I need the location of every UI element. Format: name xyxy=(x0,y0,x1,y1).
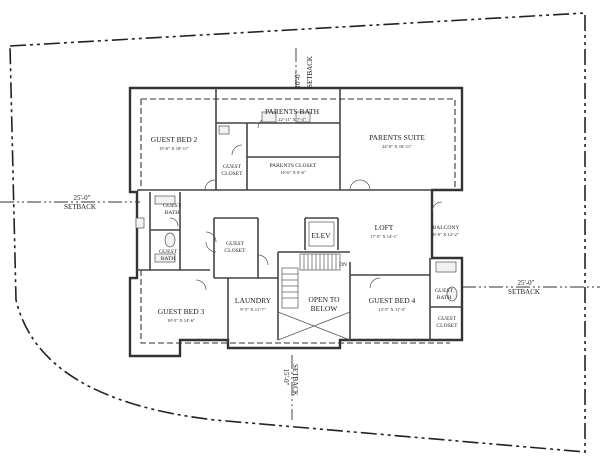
right-setback-word: SETBACK xyxy=(508,288,540,296)
guest-bath-lower-line1: GUEST xyxy=(159,249,178,255)
guest-closet-mid-line2: CLOSET xyxy=(224,248,246,254)
parents-closet-dims: 16'-6" X 9'-6" xyxy=(280,170,306,175)
top-setback-distance: 10'-0" xyxy=(294,71,302,88)
guest-closet-top-label-line1: GUEST xyxy=(223,164,242,170)
guest-bath-upper-line2: BATH xyxy=(165,210,180,216)
top-setback-word: SETBACK xyxy=(306,56,314,88)
elevator-shaft xyxy=(308,221,335,247)
open-to-below-line1: OPEN TO xyxy=(308,295,340,304)
balcony-dims: 6'-0" X 12'-2" xyxy=(433,232,459,237)
staircase xyxy=(277,253,351,341)
guest-bed-2-dims: 15'-6" X 18'-11" xyxy=(159,146,189,151)
guest-closet-mid-line1: GUEST xyxy=(226,241,245,247)
left-setback-word: SETBACK xyxy=(64,203,96,211)
bottom-setback-word: SETBACK xyxy=(291,364,299,396)
property-line xyxy=(9,12,586,453)
guest-closet-right-line1: GUEST xyxy=(438,316,457,322)
parents-bath-dims: 22'-11" X 7'-3" xyxy=(278,117,306,122)
inner-dashed-outline xyxy=(140,98,456,344)
open-to-below-line2: BELOW xyxy=(311,304,339,313)
door-swings xyxy=(169,117,443,291)
parents-bath-label: PARENTS BATH xyxy=(265,107,320,116)
guest-bed-3-label: GUEST BED 3 xyxy=(158,307,205,316)
guest-bed-3-dims: 18'-5" X 14'-6" xyxy=(167,318,195,323)
bath-fixtures xyxy=(135,111,458,302)
guest-bath-lower-line2: BATH xyxy=(161,256,176,262)
left-setback-distance: 25'-0" xyxy=(74,194,91,202)
loft-label: LOFT xyxy=(375,223,394,232)
elevator-label: ELEV xyxy=(311,231,331,240)
guest-bed-4-dims: 13'-5" X 11'-3" xyxy=(378,307,406,312)
guest-bath-right-line2: BATH xyxy=(437,295,452,301)
parents-suite-label: PARENTS SUITE xyxy=(369,133,425,142)
bottom-setback-distance: 15'-0" xyxy=(282,369,290,386)
laundry-dims: 9'-5" X 11'-7" xyxy=(240,307,266,312)
guest-bed-4-label: GUEST BED 4 xyxy=(369,296,416,305)
stairs-down-label: DN xyxy=(339,262,347,268)
loft-dims: 17'-5" X 14'-1" xyxy=(370,234,398,239)
guest-closet-right-line2: CLOSET xyxy=(436,323,458,329)
balcony-label: BALCONY xyxy=(432,225,459,231)
right-setback-distance: 25'-0" xyxy=(518,279,535,287)
parents-suite-dims: 24'-0" X 18'-11" xyxy=(382,144,412,149)
guest-bed-2-label: GUEST BED 2 xyxy=(151,135,198,144)
guest-closet-top-label-line2: CLOSET xyxy=(221,171,243,177)
parents-closet-label: PARENTS CLOSET xyxy=(270,163,317,169)
laundry-label: LAUNDRY xyxy=(235,296,272,305)
interior-walls xyxy=(137,88,462,340)
guest-bath-right-line1: GUEST xyxy=(435,288,454,294)
guest-bath-upper-line1: GUEST xyxy=(163,203,182,209)
